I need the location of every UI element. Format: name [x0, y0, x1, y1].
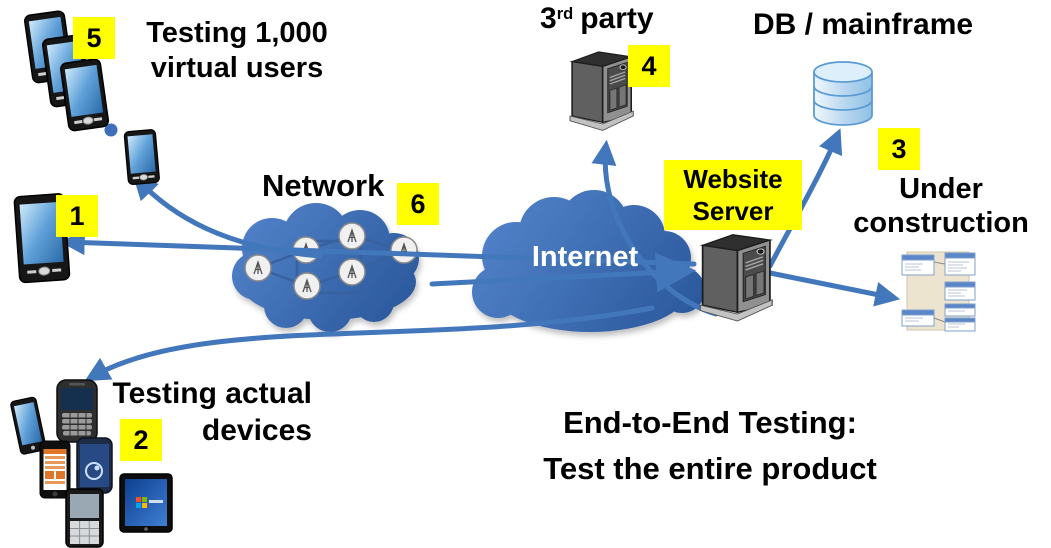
windows-logo-icon	[136, 497, 147, 508]
testing-actual-line1: Testing actual	[112, 377, 312, 410]
website-server-icon	[699, 233, 774, 322]
tablet-device-icon	[13, 193, 71, 284]
badge-4: 4	[628, 45, 670, 87]
network-label: Network	[262, 168, 385, 203]
arrow-to-third-party	[591, 139, 719, 317]
connection-arrows	[59, 128, 901, 382]
testing-actual-line2: devices	[201, 414, 312, 447]
windows-tablet-icon	[119, 473, 173, 533]
third-party-server-icon	[569, 51, 635, 132]
third-party-word: party	[580, 2, 654, 35]
website-server-line2: Server	[692, 196, 774, 226]
arrow-network-to-phone	[132, 174, 323, 259]
third-party-ordinal: rd	[556, 4, 574, 23]
arrow-server-to-db	[767, 128, 843, 269]
under-construction-label: Under construction	[836, 172, 1046, 240]
website-server-line1: Website	[683, 164, 783, 194]
badge-5: 5	[73, 17, 115, 59]
under-construction-line2: construction	[853, 207, 1029, 239]
actual-devices-icons	[10, 379, 173, 548]
galaxy-phone-icon	[76, 437, 113, 494]
arrow-server-to-under-construction	[767, 270, 901, 307]
arrow-internet-to-tablet	[59, 230, 697, 267]
third-party-number: 3	[540, 2, 557, 35]
virtual-users-line2: virtual users	[150, 52, 324, 84]
badge-2: 2	[120, 419, 162, 461]
website-server-label: Website Server	[664, 160, 802, 230]
virtual-users-label: Testing 1,000 virtual users	[122, 16, 352, 86]
iphone-icon	[39, 440, 71, 499]
small-tablet-icon	[10, 396, 47, 455]
database-icon	[813, 61, 873, 126]
internet-label: Internet	[531, 241, 639, 273]
arrow-internet-to-actual-devices	[84, 305, 655, 382]
virtual-users-line1: Testing 1,000	[146, 17, 328, 49]
schema-icon	[901, 251, 976, 332]
blackberry-icon	[56, 379, 98, 443]
under-construction-line1: Under	[899, 173, 983, 205]
db-mainframe-label: DB / mainframe	[753, 8, 974, 41]
badge-6: 6	[397, 183, 439, 225]
single-smartphone-icon	[123, 128, 161, 186]
badge-1: 1	[56, 195, 98, 237]
badge-3: 3	[878, 128, 920, 170]
testing-actual-devices-label: Testing actual devices	[88, 375, 312, 449]
diagram-title: End-to-End Testing: Test the entire prod…	[500, 400, 920, 492]
feature-phone-icon	[65, 488, 104, 548]
diagram-title-line1: End-to-End Testing:	[563, 405, 857, 440]
diagram-title-line2: Test the entire product	[543, 451, 877, 486]
arrow-network-to-website-server	[429, 252, 696, 293]
